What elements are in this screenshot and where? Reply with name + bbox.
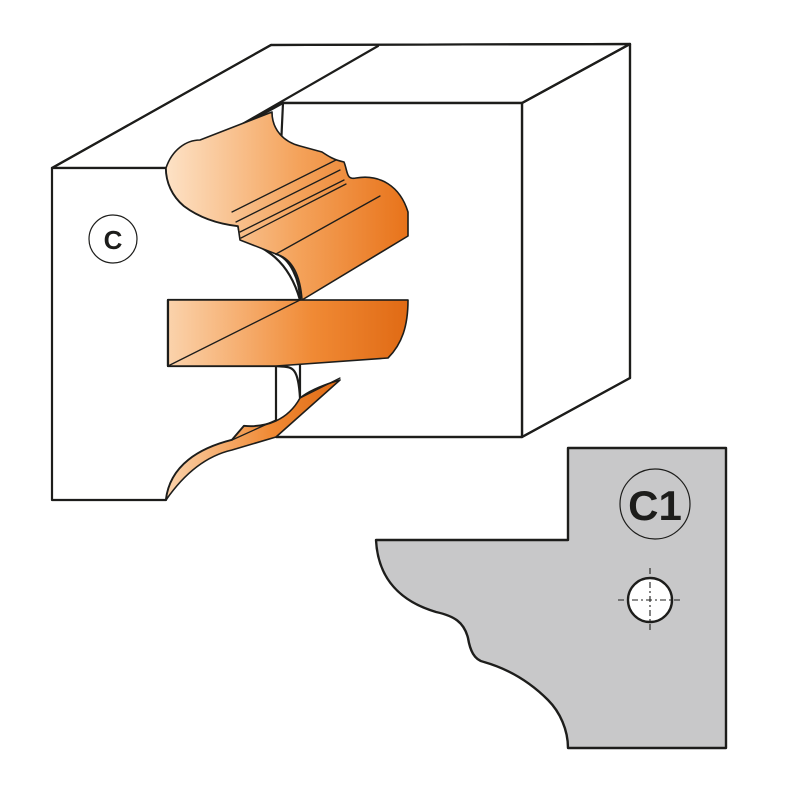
label-c1-circle bbox=[619, 468, 691, 540]
knife-plate: C1 bbox=[374, 446, 728, 750]
lower-moulding-profile bbox=[165, 377, 341, 501]
label-c-text: C bbox=[104, 225, 123, 255]
profile-label-c: C bbox=[88, 214, 138, 264]
upper-moulding-profile bbox=[165, 111, 409, 301]
knife-body bbox=[374, 446, 728, 750]
mounting-hole bbox=[618, 568, 682, 632]
block-right-face bbox=[520, 42, 632, 439]
upper-moulding-surface bbox=[165, 111, 409, 301]
label-c1-text: C1 bbox=[628, 482, 682, 529]
tongue-profile bbox=[166, 298, 409, 368]
tongue-surface bbox=[167, 299, 409, 367]
lower-moulding-surface bbox=[165, 379, 341, 501]
